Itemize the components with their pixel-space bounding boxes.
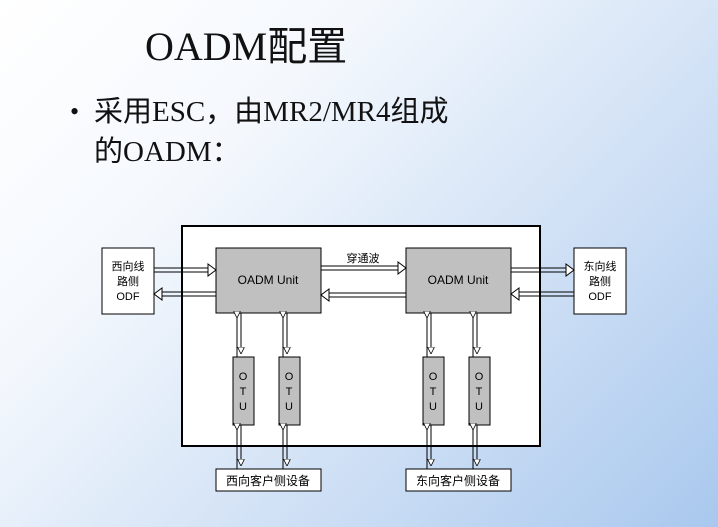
east-odf-line1: 东向线 (584, 259, 617, 273)
left-unit-to-west-arrow (153, 287, 216, 301)
passthrough-label: 穿通波 (347, 251, 380, 265)
bullet-dot: • (70, 97, 80, 126)
west-to-left-unit-arrow (154, 263, 217, 277)
bullet-item: • 采用ESC，由MR2/MR4组成的OADM： (70, 92, 474, 172)
passthrough-arrow-west (320, 288, 406, 302)
east-odf-line2: 路侧 (589, 275, 611, 288)
west-odf-line3: ODF (116, 291, 140, 303)
east-client-label: 东向客户侧设备 (416, 473, 500, 488)
east-odf-line3: ODF (588, 291, 612, 303)
right-unit-to-east-arrow (511, 263, 575, 277)
vertical-links (237, 313, 477, 469)
east-odf-box: 东向线 路侧 ODF (573, 247, 627, 315)
oadm-unit-left-label: OADM Unit (238, 273, 299, 287)
west-odf-box: 西向线 路侧 ODF (101, 247, 155, 315)
west-client-label: 西向客户侧设备 (226, 473, 310, 488)
oadm-unit-right: OADM Unit (405, 247, 512, 314)
bullet-text: 采用ESC，由MR2/MR4组成的OADM： (94, 96, 449, 168)
west-odf-line1: 西向线 (112, 259, 145, 273)
west-odf-line2: 路侧 (117, 275, 139, 288)
passthrough-arrow-east (321, 261, 407, 275)
slide-title: OADM配置 (145, 24, 348, 69)
oadm-unit-right-label: OADM Unit (428, 273, 489, 287)
east-client-box: 东向客户侧设备 (405, 468, 512, 492)
west-client-box: 西向客户侧设备 (215, 468, 322, 492)
east-to-right-unit-arrow (510, 287, 574, 301)
oadm-unit-left: OADM Unit (215, 247, 322, 314)
